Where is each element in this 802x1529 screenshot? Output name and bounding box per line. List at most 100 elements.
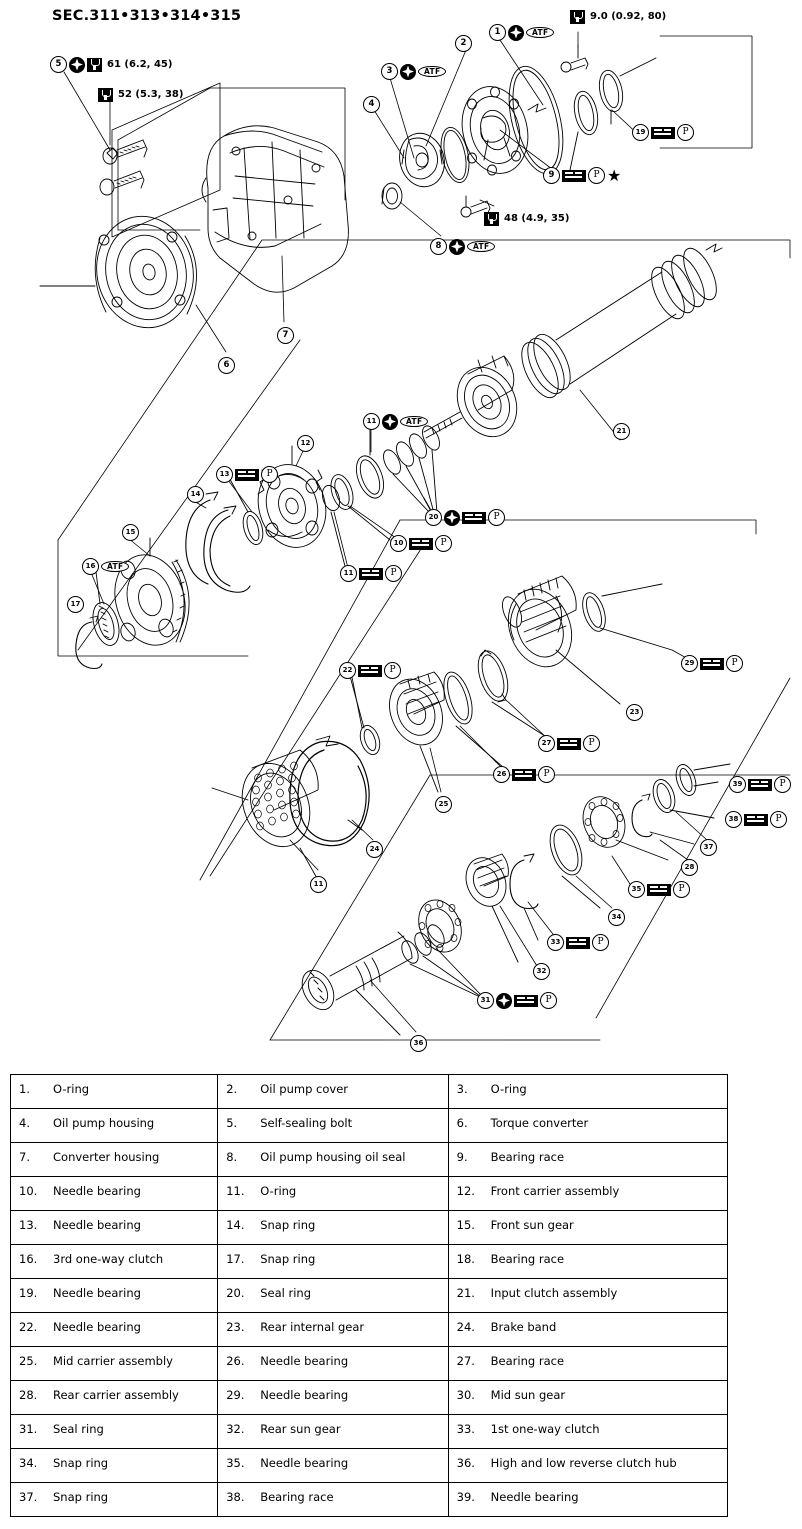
lubricant-apply-icon xyxy=(566,936,590,949)
parts-list-cell: 19. Needle bearing xyxy=(9,1278,219,1313)
needle-bearing-35-part xyxy=(549,824,601,909)
part-index: 32. xyxy=(226,1422,245,1436)
lubricant-apply-icon xyxy=(409,537,433,550)
part-index: 11. xyxy=(226,1184,245,1198)
petroleum-jelly-icon: P xyxy=(540,992,557,1009)
item-number-balloon: 1 xyxy=(489,24,506,41)
mid-carrier-assembly-part xyxy=(389,671,445,793)
tightening-torque-icon xyxy=(484,212,499,226)
front-carrier-assembly-part xyxy=(257,445,327,548)
converter-housing-part xyxy=(201,125,349,293)
lubricant-apply-icon xyxy=(700,657,724,670)
part-name: O-ring xyxy=(53,1082,90,1096)
part-index: 26. xyxy=(226,1354,245,1368)
parts-list-cell: 26. Needle bearing xyxy=(217,1346,449,1381)
item-number-balloon: 14 xyxy=(187,486,204,503)
parts-list-cell: 6.Torque converter xyxy=(447,1108,729,1143)
item-number-balloon: 35 xyxy=(628,881,645,898)
needle-bearing-39-part xyxy=(675,763,731,796)
seal-rings-20-part xyxy=(383,425,440,514)
petroleum-jelly-icon: P xyxy=(538,766,555,783)
replace-part-icon xyxy=(69,56,85,73)
part-index: 29. xyxy=(226,1388,245,1402)
part-name: Needle bearing xyxy=(260,1354,349,1368)
part-name: Rear sun gear xyxy=(260,1422,341,1436)
snap-ring-34-part xyxy=(509,853,539,941)
callout-torque-9.0: 9.0 (0.92, 80) xyxy=(570,10,666,24)
torque-value-text: 48 (4.9, 35) xyxy=(504,213,570,224)
diagram-canvas xyxy=(39,31,791,1041)
callout-item-7: 7 xyxy=(277,327,294,344)
item-number-balloon: 21 xyxy=(613,423,630,440)
petroleum-jelly-icon: P xyxy=(677,124,694,141)
part-name: Needle bearing xyxy=(260,1456,349,1470)
mid-sun-gear-part xyxy=(418,899,462,953)
lubricant-apply-icon xyxy=(651,126,675,139)
parts-list-cell: 36.High and low reverse clutch hub xyxy=(447,1448,729,1483)
part-index: 35. xyxy=(226,1456,245,1470)
part-index: 25. xyxy=(19,1354,38,1368)
parts-list-cell: 11.O-ring xyxy=(217,1176,449,1211)
item-number-balloon: 33 xyxy=(547,934,564,951)
item-number-balloon: 5 xyxy=(50,56,67,73)
lubricant-apply-icon xyxy=(562,169,586,182)
oil-pump-housing-oil-seal-part xyxy=(381,182,403,210)
part-index: 1. xyxy=(19,1082,30,1096)
parts-list-cell: 33.1st one-way clutch xyxy=(447,1414,729,1449)
item-number-balloon: 3 xyxy=(381,63,398,80)
item-number-balloon: 39 xyxy=(729,776,746,793)
part-index: 18. xyxy=(456,1252,475,1266)
callout-item-22: 22 P xyxy=(339,662,401,679)
part-index: 14. xyxy=(226,1218,245,1232)
part-index: 19. xyxy=(19,1286,38,1300)
parts-list-cell: 17.Snap ring xyxy=(217,1244,449,1279)
atf-fluid-icon: ATF xyxy=(400,415,429,428)
callout-item-28: 28 xyxy=(681,859,698,876)
callout-item-14: 14 xyxy=(187,486,204,503)
parts-list-cell: 35. Needle bearing xyxy=(217,1448,449,1483)
panel-1-outline xyxy=(111,82,221,238)
part-index: 3. xyxy=(456,1082,468,1096)
part-name: Input clutch assembly xyxy=(490,1286,618,1300)
parts-list-cell: 29.Needle bearing xyxy=(217,1380,449,1415)
o-ring-1-part xyxy=(508,65,564,175)
part-index: 10. xyxy=(19,1184,38,1198)
bearing-race-27-part xyxy=(477,649,549,739)
parts-list-cell: 25.Mid carrier assembly xyxy=(9,1346,219,1381)
parts-list-cell: 16.3rd one-way clutch xyxy=(9,1244,219,1279)
item-number-balloon: 22 xyxy=(339,662,356,679)
callout-item-24: 24 xyxy=(366,841,383,858)
lubricant-apply-icon xyxy=(748,778,772,791)
front-sun-gear-part xyxy=(114,537,190,646)
item-number-balloon: 11 xyxy=(340,565,357,582)
item-number-balloon: 28 xyxy=(681,859,698,876)
replace-part-icon xyxy=(382,413,398,430)
item-number-balloon: 29 xyxy=(681,655,698,672)
part-name: Snap ring xyxy=(260,1252,316,1266)
torque-value-text: 9.0 (0.92, 80) xyxy=(590,11,667,22)
torque-value-text: 61 (6.2, 45) xyxy=(107,58,173,70)
part-name: Brake band xyxy=(490,1320,557,1334)
o-ring-11-part xyxy=(355,423,385,499)
part-index: 13. xyxy=(19,1218,38,1232)
oil-pump-bolt-bottom xyxy=(460,195,491,218)
parts-list-cell: 7.Converter housing xyxy=(9,1142,219,1177)
rear-carrier-assembly-part xyxy=(211,749,319,871)
part-name: Needle bearing xyxy=(53,1286,141,1300)
petroleum-jelly-icon: P xyxy=(488,509,505,526)
part-name: Converter housing xyxy=(53,1150,160,1164)
item-number-balloon: 19 xyxy=(632,124,649,141)
petroleum-jelly-icon: P xyxy=(384,662,401,679)
atf-fluid-icon: ATF xyxy=(418,65,447,78)
parts-list-cell: 5.Self-sealing bolt xyxy=(217,1108,449,1143)
part-name: Bearing race xyxy=(490,1150,565,1164)
panel-1-leaders xyxy=(63,31,644,353)
parts-list-cell: 8.Oil pump housing oil seal xyxy=(217,1142,449,1177)
